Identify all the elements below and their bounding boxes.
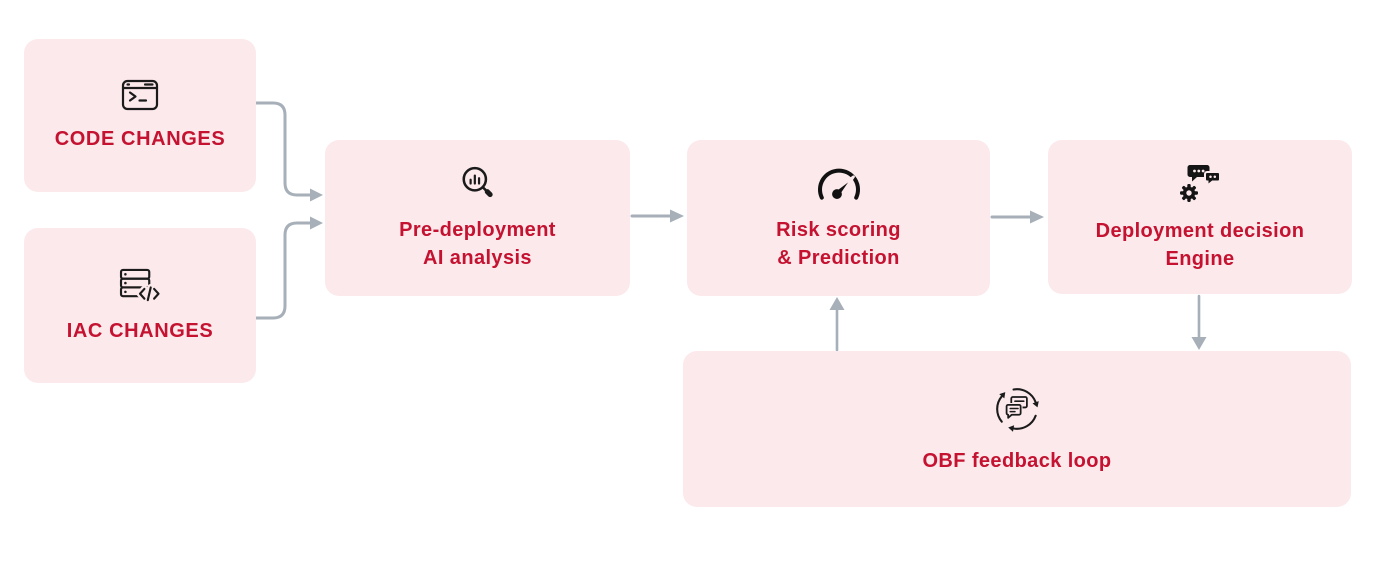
gauge-icon — [812, 165, 866, 203]
arrowhead-code — [310, 188, 323, 202]
arrowhead-to-decision — [1030, 210, 1044, 224]
connector-iac-to-preanalysis — [254, 221, 313, 320]
node-label-deployment-decision: Deployment decision Engine — [1096, 217, 1305, 273]
node-pre-deployment-ai-analysis: Pre-deployment AI analysis — [325, 140, 630, 296]
terminal-window-icon — [120, 78, 160, 112]
server-code-icon — [118, 267, 162, 304]
node-code-changes: CODE CHANGES — [24, 39, 256, 192]
magnifier-analytics-icon — [459, 165, 497, 203]
connector-code-to-preanalysis — [254, 101, 313, 197]
pre-deployment-line2: AI analysis — [423, 246, 532, 269]
pre-deployment-line1: Pre-deployment — [399, 218, 556, 241]
node-label-obf-feedback: OBF feedback loop — [922, 449, 1112, 472]
feedback-loop-icon — [992, 384, 1042, 434]
risk-scoring-line2: & Prediction — [777, 246, 900, 269]
arrowhead-up-to-risk — [829, 297, 845, 310]
arrowhead-down-to-obf — [1191, 337, 1207, 350]
node-risk-scoring-prediction: Risk scoring & Prediction — [687, 140, 990, 296]
node-label-pre-deployment: Pre-deployment AI analysis — [399, 216, 556, 272]
arrowhead-to-risk — [670, 209, 684, 223]
chat-gear-icon — [1177, 162, 1223, 204]
arrowhead-iac — [310, 216, 323, 230]
risk-scoring-line1: Risk scoring — [776, 218, 901, 241]
node-obf-feedback-loop: OBF feedback loop — [683, 351, 1351, 507]
node-label-code-changes: CODE CHANGES — [54, 128, 226, 150]
node-deployment-decision-engine: Deployment decision Engine — [1048, 140, 1352, 294]
node-label-iac-changes: IAC CHANGES — [66, 319, 214, 342]
node-iac-changes: IAC CHANGES — [24, 228, 256, 383]
deployment-decision-line2: Engine — [1165, 247, 1235, 270]
node-label-risk-scoring: Risk scoring & Prediction — [776, 216, 901, 272]
deployment-decision-line1: Deployment decision — [1095, 219, 1305, 242]
